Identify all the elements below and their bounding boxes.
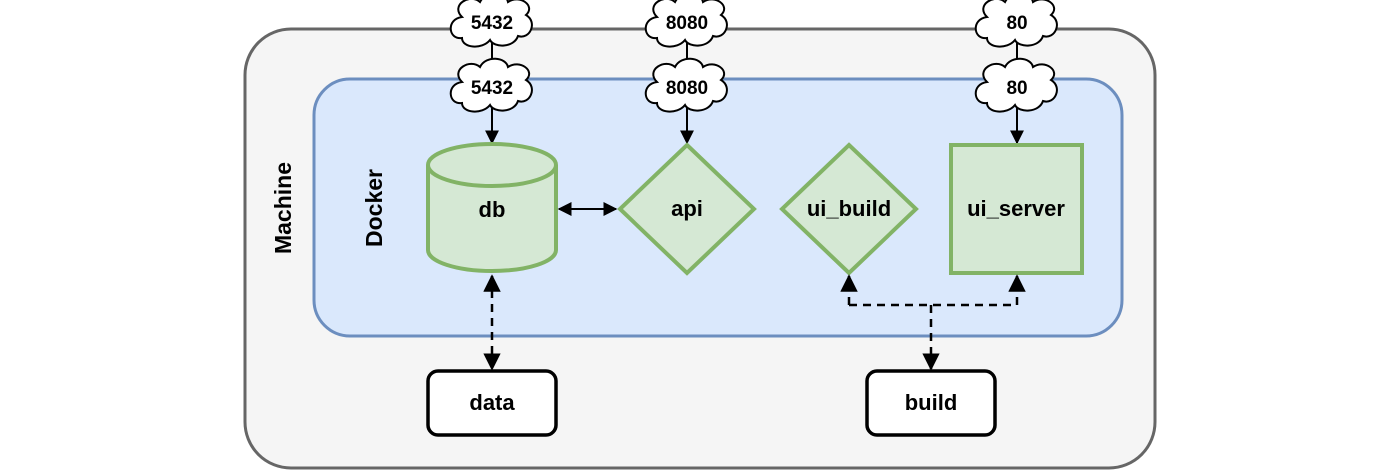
container-port-cloud-ui: 80	[974, 57, 1058, 113]
db-node[interactable]: db	[426, 142, 558, 273]
svg-text:80: 80	[1006, 78, 1027, 99]
api-node[interactable]: api	[617, 142, 757, 276]
db-label: db	[479, 197, 506, 222]
ui-server-label: ui_server	[967, 196, 1065, 221]
svg-text:8080: 8080	[666, 13, 708, 34]
build-volume-label: build	[905, 390, 958, 415]
svg-text:5432: 5432	[471, 13, 513, 34]
svg-text:8080: 8080	[666, 78, 708, 99]
ui-build-label: ui_build	[807, 196, 891, 221]
host-port-cloud-db: 5432	[449, 0, 533, 48]
machine-label: Machine	[270, 162, 296, 254]
data-volume-node[interactable]: data	[426, 369, 558, 437]
api-label: api	[671, 196, 703, 221]
host-port-cloud-ui: 80	[974, 0, 1058, 48]
docker-label: Docker	[361, 169, 387, 247]
host-port-cloud-api: 8080	[644, 0, 728, 48]
ui-server-node[interactable]: ui_server	[949, 143, 1084, 275]
build-volume-node[interactable]: build	[865, 369, 997, 437]
svg-text:80: 80	[1006, 13, 1027, 34]
container-port-cloud-db: 5432	[449, 57, 533, 113]
svg-text:5432: 5432	[471, 78, 513, 99]
ui-build-node[interactable]: ui_build	[779, 142, 919, 276]
data-volume-label: data	[469, 390, 515, 415]
container-port-cloud-api: 8080	[644, 57, 728, 113]
